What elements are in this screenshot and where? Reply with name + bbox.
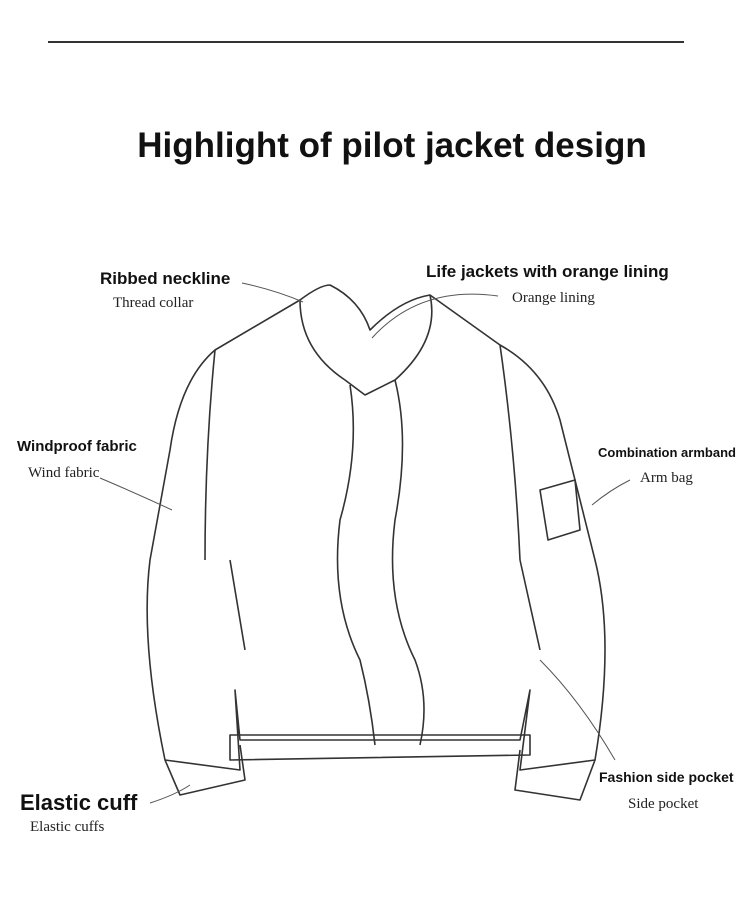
- callout-heading-ribbed-neckline: Ribbed neckline: [100, 269, 231, 288]
- callout-sub-thread-collar: Thread collar: [113, 295, 194, 311]
- callout-heading-side-pocket: Fashion side pocket: [599, 769, 734, 785]
- top-divider: [48, 41, 684, 43]
- page-title: Highlight of pilot jacket design: [137, 126, 647, 165]
- callout-heading-windproof-fabric: Windproof fabric: [17, 438, 137, 455]
- callout-heading-elastic-cuff: Elastic cuff: [20, 790, 138, 815]
- callout-sub-orange-lining: Orange lining: [512, 290, 595, 306]
- callout-sub-wind-fabric: Wind fabric: [28, 465, 100, 481]
- callout-sub-elastic-cuffs: Elastic cuffs: [30, 819, 105, 835]
- callout-heading-combination-armband: Combination armband: [598, 445, 736, 460]
- callout-sub-arm-bag: Arm bag: [640, 470, 693, 486]
- callout-sub-side-pocket: Side pocket: [628, 796, 699, 812]
- callout-heading-orange-lining: Life jackets with orange lining: [426, 262, 669, 281]
